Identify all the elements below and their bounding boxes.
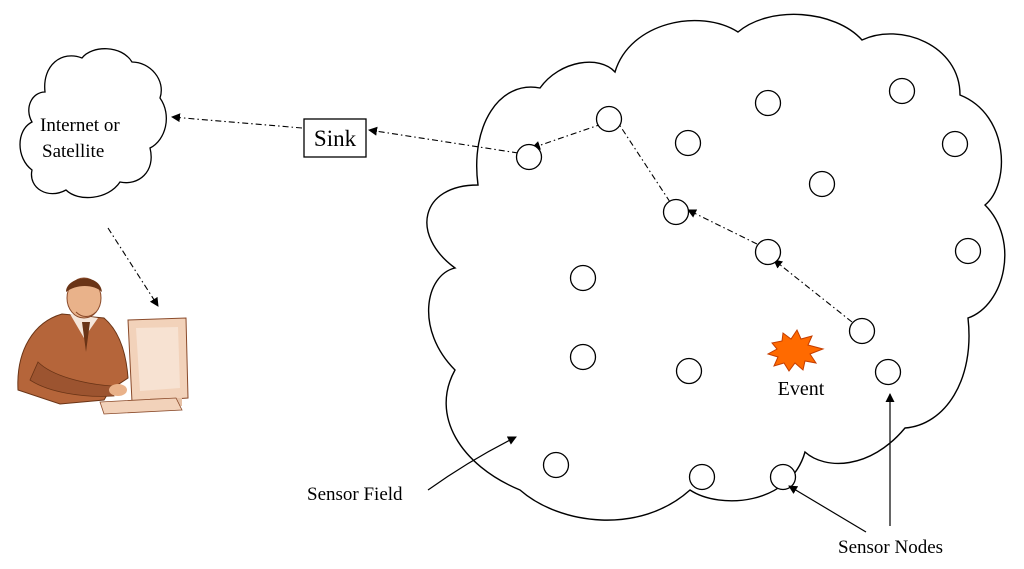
sensor-node[interactable]: [542, 451, 570, 479]
routing-arrows: [107, 111, 853, 323]
sensor-node[interactable]: [754, 238, 782, 266]
internet-cloud: [19, 48, 167, 199]
arrow-internet-to-user: [107, 227, 159, 307]
arrow-node-a: [531, 123, 603, 150]
user-at-computer-icon: [17, 277, 189, 415]
sensor-node[interactable]: [888, 77, 916, 105]
sensor-field-label: Sensor Field: [307, 484, 403, 505]
sensor-nodes: [515, 77, 982, 491]
sensor-node[interactable]: [941, 130, 969, 158]
sensor-field-cloud: [426, 13, 1006, 521]
sensor-node[interactable]: [662, 198, 690, 226]
arrow-node-c: [687, 209, 758, 245]
sink-label: Sink: [314, 126, 357, 151]
arrow-node-to-sink: [368, 126, 519, 154]
internet-label-line2: Satellite: [42, 141, 104, 162]
sensor-nodes-label: Sensor Nodes: [838, 537, 943, 558]
sensor-nodes-pointer-b: [788, 485, 867, 533]
sensor-node[interactable]: [595, 105, 623, 133]
sensor-node[interactable]: [675, 357, 703, 385]
sensor-node[interactable]: [769, 463, 797, 491]
sensor-node[interactable]: [954, 237, 982, 265]
event-label: Event: [778, 378, 825, 400]
arrow-sink-to-internet: [171, 113, 303, 129]
arrow-node-b: [610, 111, 671, 203]
sensor-node[interactable]: [688, 463, 716, 491]
sink-box[interactable]: [303, 118, 367, 158]
sensor-node[interactable]: [754, 89, 782, 117]
arrow-node-d: [773, 259, 853, 323]
sensor-node[interactable]: [808, 170, 836, 198]
event-burst-icon: [766, 328, 825, 372]
sensor-node[interactable]: [569, 264, 597, 292]
sensor-node[interactable]: [569, 343, 597, 371]
sensor-node[interactable]: [674, 129, 702, 157]
sensor-node[interactable]: [874, 358, 902, 386]
sensor-field-pointer: [427, 436, 517, 491]
label-pointers: [427, 393, 895, 533]
sensor-node[interactable]: [515, 143, 543, 171]
sensor-node[interactable]: [848, 317, 876, 345]
internet-label-line1: Internet or: [40, 115, 120, 136]
